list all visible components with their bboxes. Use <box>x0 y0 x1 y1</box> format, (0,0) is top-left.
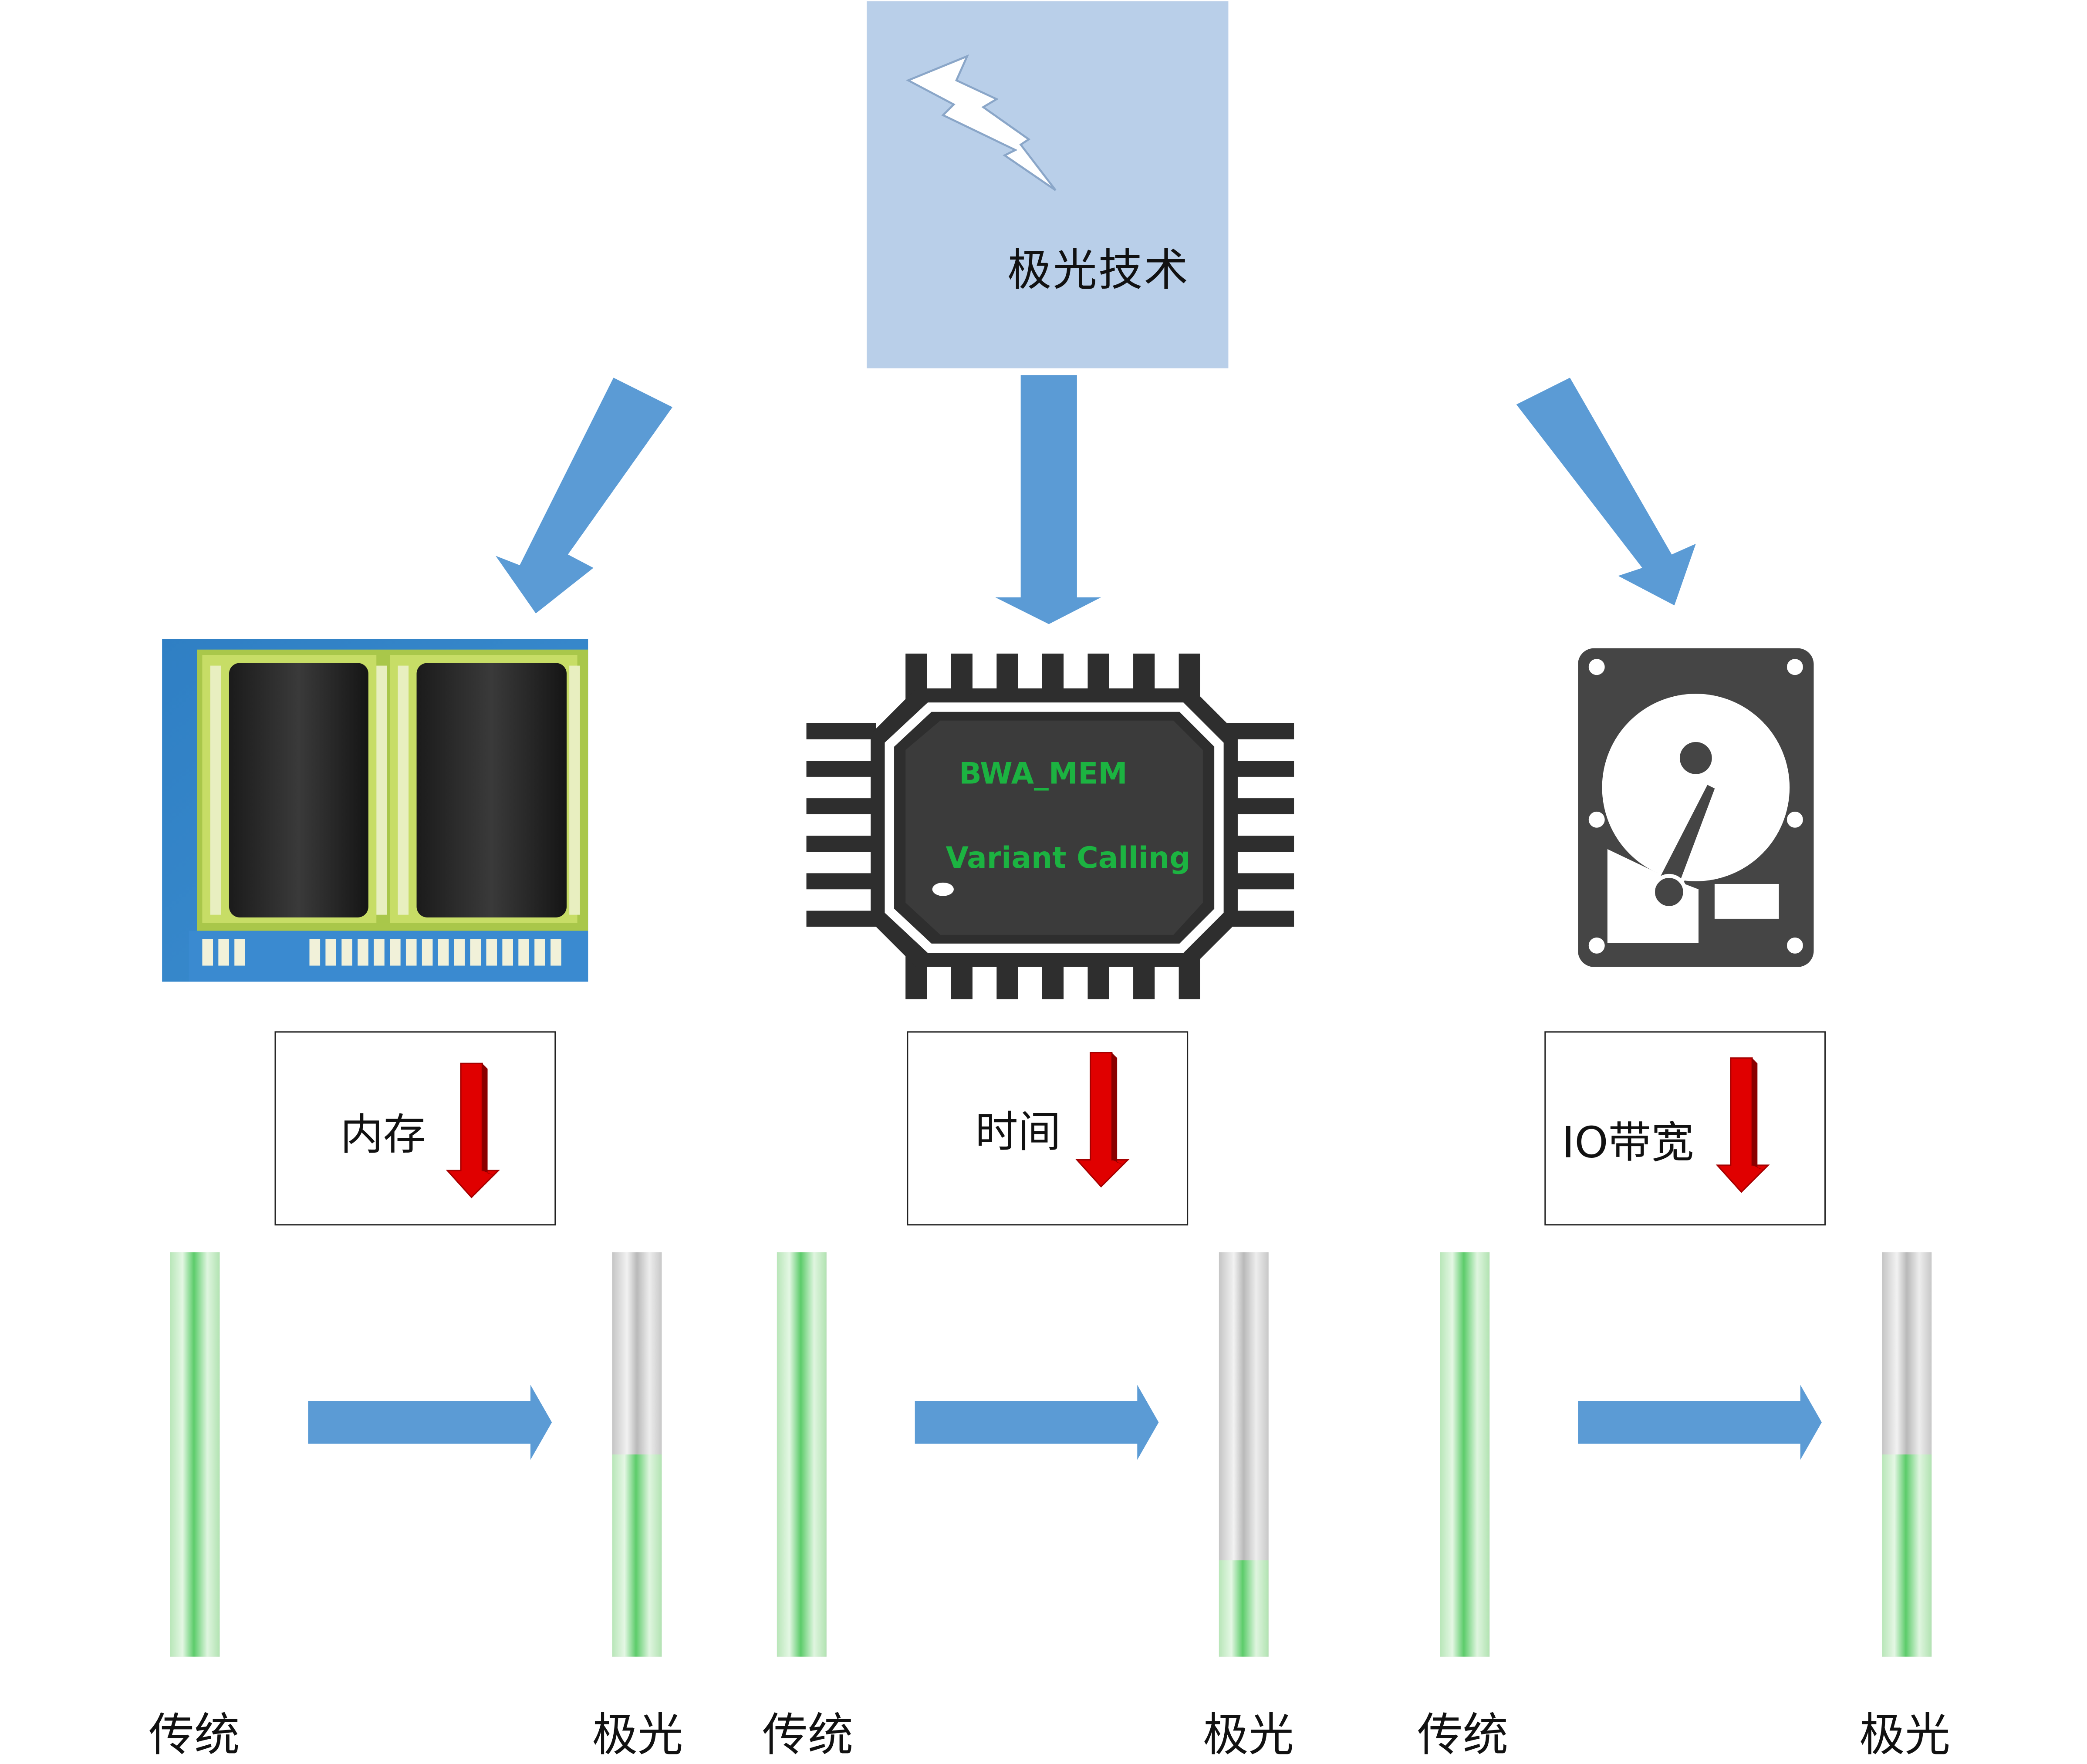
memory-down-arrow-icon <box>446 1062 500 1198</box>
time-traditional-bar <box>777 1252 827 1657</box>
time-down-arrow-icon <box>1075 1052 1130 1188</box>
memory-module-icon <box>162 639 588 982</box>
memory-traditional-bar <box>170 1252 220 1657</box>
time-traditional-label: 传统 <box>762 1709 854 1763</box>
io-traditional-bar <box>1440 1252 1490 1657</box>
time-aurora-label: 极光 <box>1202 1709 1294 1763</box>
io-traditional-label: 传统 <box>1417 1709 1509 1763</box>
memory-compare-arrow <box>308 1385 552 1460</box>
hard-disk-icon <box>1578 648 1814 967</box>
time-box <box>907 1031 1189 1226</box>
io-aurora-bar <box>1882 1252 1932 1657</box>
chip-label-bwa-mem: BWA_MEM <box>959 758 1128 792</box>
lightning-icon <box>905 54 1057 191</box>
io-bandwidth-box <box>1544 1031 1826 1226</box>
aurora-tech-label: 极光技术 <box>1007 243 1190 296</box>
cpu-chip-icon <box>806 653 1294 999</box>
time-compare-arrow <box>915 1385 1159 1460</box>
time-label: 时间 <box>975 1106 1061 1157</box>
memory-aurora-label: 极光 <box>592 1709 683 1763</box>
io-down-arrow-icon <box>1716 1057 1770 1193</box>
memory-aurora-bar <box>612 1252 662 1657</box>
io-aurora-label: 极光 <box>1859 1709 1951 1763</box>
memory-traditional-label: 传统 <box>149 1709 240 1763</box>
memory-box <box>274 1031 556 1226</box>
time-aurora-bar <box>1219 1252 1269 1657</box>
chip-label-variant-calling: Variant Calling <box>946 842 1191 876</box>
io-compare-arrow <box>1578 1385 1822 1460</box>
memory-label: 内存 <box>340 1109 426 1160</box>
io-bandwidth-label: IO带宽 <box>1562 1117 1694 1168</box>
